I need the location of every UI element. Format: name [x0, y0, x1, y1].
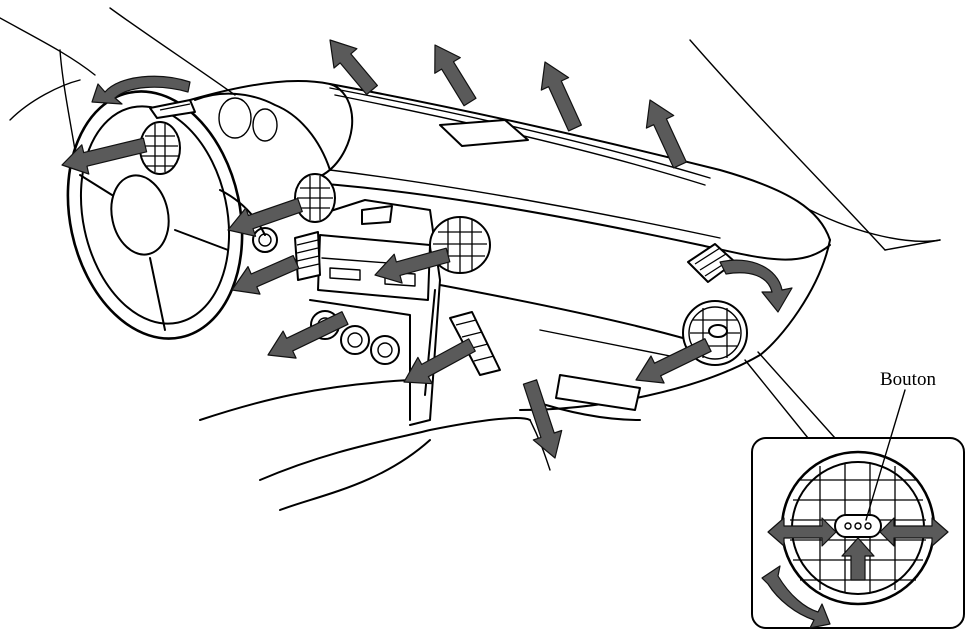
vent-knee-left	[294, 231, 321, 281]
airflow-arrow-icon	[267, 311, 349, 359]
rotate-arrow-icon	[761, 565, 831, 629]
vent-knee-right	[449, 311, 501, 376]
vent-left-center	[294, 173, 336, 223]
airflow-arrow-icon	[434, 44, 477, 107]
car-body-outline	[0, 7, 941, 251]
airflow-arrow-icon	[403, 338, 476, 385]
airflow-arrow-icon	[522, 379, 563, 459]
inset-vent-detail: Bouton	[751, 369, 965, 629]
airflow-arrow-icon	[635, 338, 712, 384]
airflow-arrow-icon	[61, 137, 148, 175]
airflow-arrow-icon	[841, 537, 875, 581]
rotate-arrow-icon	[767, 517, 837, 547]
airflow-arrow-icon	[227, 197, 303, 237]
vent-side-left	[149, 99, 196, 119]
rotate-arrow-icon	[91, 75, 191, 105]
airflow-arrow-icon	[329, 39, 378, 96]
button-label: Bouton	[880, 369, 936, 390]
vent-left-outer	[139, 121, 181, 175]
airflow-arrows	[61, 39, 712, 459]
airflow-arrow-icon	[645, 99, 688, 169]
dashboard-top	[189, 80, 831, 411]
airflow-arrow-icon	[231, 255, 300, 295]
rotate-arrow-icon	[879, 517, 949, 547]
airflow-arrow-icon	[540, 61, 583, 132]
vent-button	[834, 514, 882, 538]
rotate-arrow-icon	[719, 259, 793, 313]
center-console	[199, 199, 551, 511]
airflow-arrow-icon	[374, 247, 451, 284]
callout-connector	[744, 351, 836, 439]
